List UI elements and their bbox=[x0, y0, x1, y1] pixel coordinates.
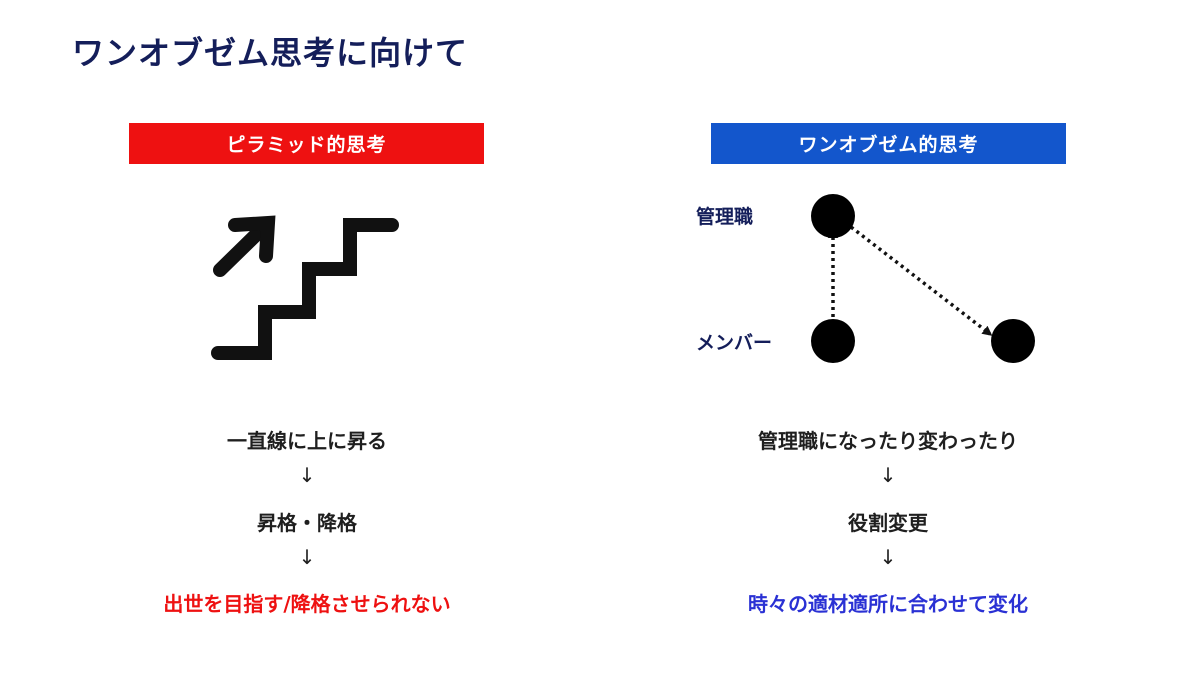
pyramid-thinking-header: ピラミッド的思考 bbox=[129, 123, 484, 164]
slide-title: ワンオブゼム思考に向けて bbox=[72, 34, 469, 72]
pyramid-step-2: 昇格・降格 bbox=[257, 511, 357, 535]
manager-node bbox=[811, 194, 855, 238]
down-arrow-icon: ↓ bbox=[879, 463, 897, 487]
pyramid-step-1: 一直線に上に昇る bbox=[227, 429, 387, 453]
up-arrow-head bbox=[228, 215, 276, 263]
pyramid-thinking-header-label: ピラミッド的思考 bbox=[226, 134, 387, 156]
manager-to-member-arrow bbox=[849, 225, 993, 336]
one-of-them-step-2: 役割変更 bbox=[848, 511, 928, 535]
pyramid-conclusion: 出世を目指す/降格させられない bbox=[163, 592, 451, 616]
member-label: メンバー bbox=[696, 332, 773, 354]
down-arrow-icon: ↓ bbox=[879, 545, 897, 569]
stairs-up-icon bbox=[211, 215, 399, 360]
up-arrow-shaft bbox=[213, 222, 269, 277]
moved-member-node bbox=[991, 319, 1035, 363]
stairs-steps bbox=[211, 218, 399, 360]
role-change-diagram bbox=[811, 194, 1035, 363]
manager-label: 管理職 bbox=[696, 206, 754, 228]
member-node bbox=[811, 319, 855, 363]
down-arrow-icon: ↓ bbox=[298, 545, 316, 569]
one-of-them-thinking-header: ワンオブゼム的思考 bbox=[711, 123, 1066, 164]
down-arrow-icon: ↓ bbox=[298, 463, 316, 487]
one-of-them-conclusion: 時々の適材適所に合わせて変化 bbox=[748, 592, 1028, 616]
one-of-them-thinking-header-label: ワンオブゼム的思考 bbox=[798, 134, 979, 156]
one-of-them-step-1: 管理職になったり変わったり bbox=[758, 429, 1018, 453]
